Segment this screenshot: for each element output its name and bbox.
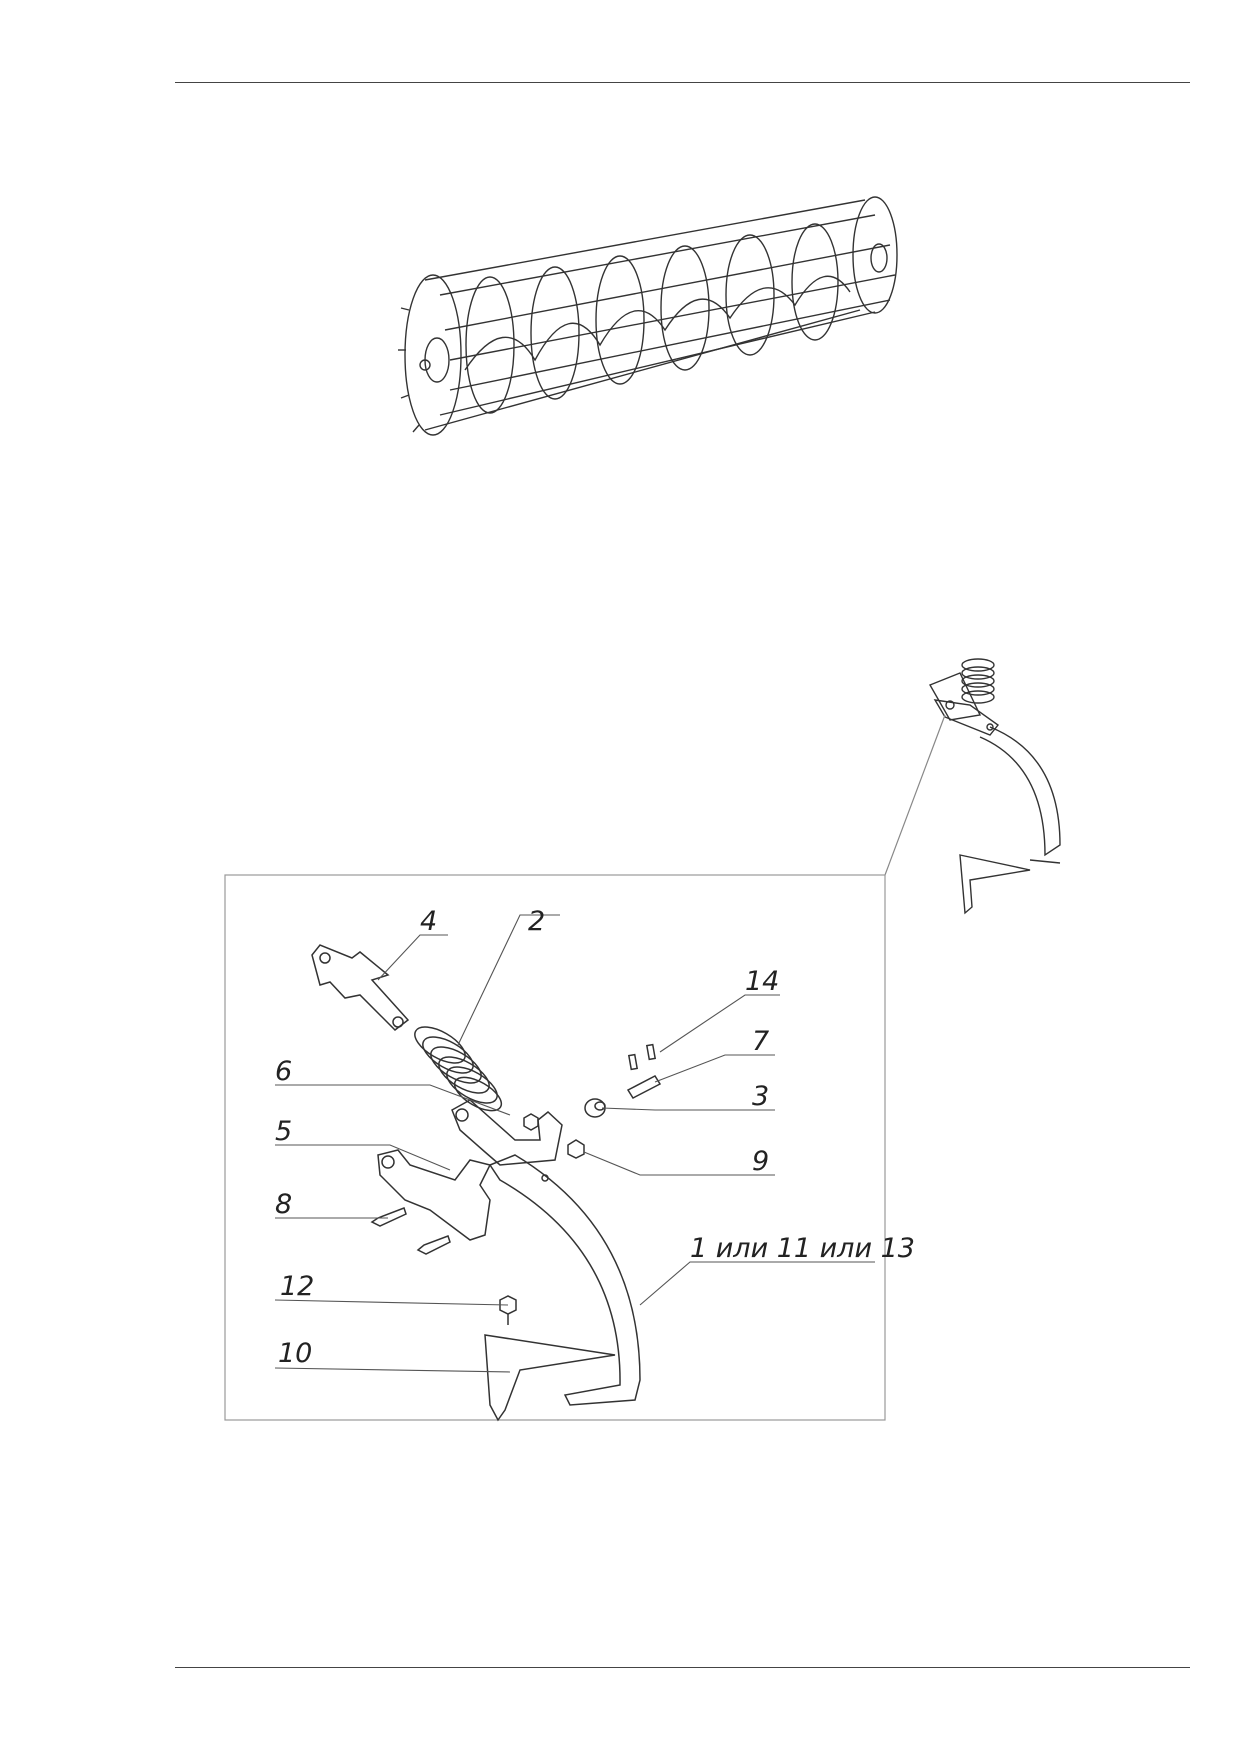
callout-4: 4 bbox=[420, 906, 437, 937]
part-4-link bbox=[311, 944, 410, 1031]
part-2-spring bbox=[414, 1026, 503, 1112]
callout-10: 10 bbox=[278, 1338, 312, 1369]
cage-roller-drawing bbox=[398, 196, 898, 436]
part-12-bolt bbox=[499, 1295, 517, 1325]
part-8-bolts bbox=[370, 1207, 451, 1255]
callout-6: 6 bbox=[275, 1056, 292, 1087]
header-rule bbox=[175, 82, 1190, 83]
detail-frame bbox=[224, 874, 886, 1421]
footer-rule bbox=[175, 1667, 1190, 1668]
part-6-bracket bbox=[451, 1099, 563, 1166]
callout-9: 9 bbox=[752, 1146, 769, 1177]
assembled-tine-drawing bbox=[928, 658, 1061, 915]
callout-8: 8 bbox=[275, 1189, 292, 1220]
part-10-point bbox=[484, 1334, 616, 1422]
part-9-nut bbox=[567, 1139, 585, 1159]
callout-3: 3 bbox=[752, 1081, 769, 1112]
part-1-tine bbox=[488, 1154, 641, 1406]
callout-1: 1 или 11 или 13 bbox=[690, 1233, 915, 1264]
callout-2: 2 bbox=[528, 906, 545, 937]
callout-7: 7 bbox=[752, 1026, 769, 1057]
callout-14: 14 bbox=[745, 966, 779, 997]
part-5-plate bbox=[377, 1149, 492, 1241]
part-14-pins bbox=[627, 1043, 657, 1071]
callout-12: 12 bbox=[280, 1271, 314, 1302]
callout-5: 5 bbox=[275, 1116, 292, 1147]
part-7-axle bbox=[626, 1075, 662, 1099]
